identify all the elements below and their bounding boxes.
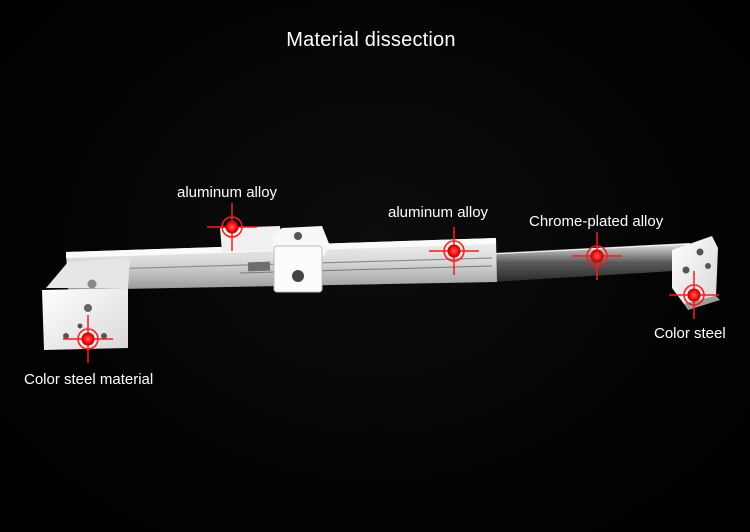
label-chrome-plated-alloy: Chrome-plated alloy (529, 213, 664, 230)
label-aluminum-alloy-left: aluminum alloy (177, 184, 278, 201)
marker-color-steel-material (63, 315, 113, 363)
marker-aluminum-right (429, 227, 479, 275)
marker-color-steel (669, 271, 719, 319)
slider-block (220, 226, 330, 293)
label-color-steel-material: Color steel material (24, 371, 154, 388)
left-mount-plate (42, 258, 130, 350)
marker-chrome (572, 232, 622, 280)
page-title: Material dissection (286, 29, 456, 51)
chrome-rod (491, 243, 691, 282)
marker-aluminum-left (207, 203, 257, 251)
label-color-steel: Color steel (654, 325, 726, 342)
label-aluminum-alloy-right: aluminum alloy (388, 204, 489, 221)
right-angle-bracket (672, 236, 720, 310)
